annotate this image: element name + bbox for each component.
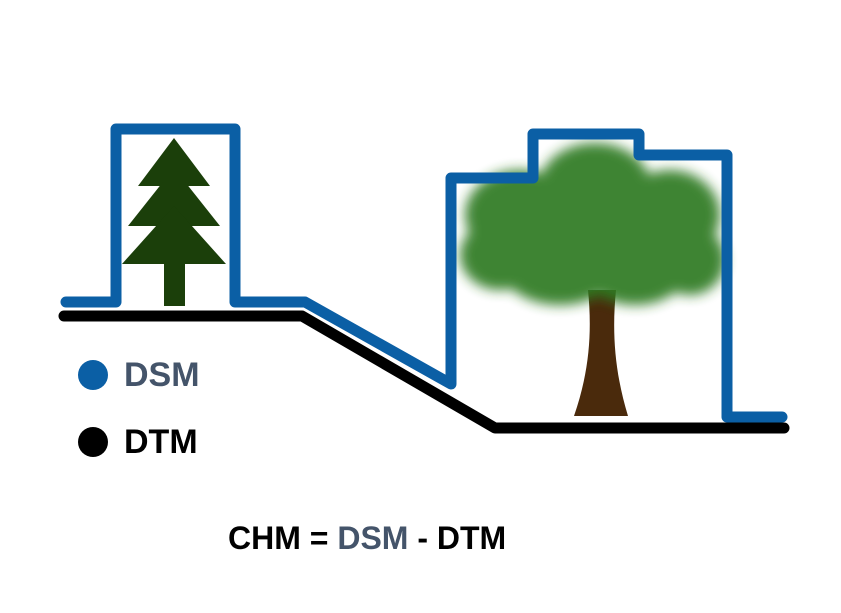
- formula-equals: =: [300, 520, 338, 556]
- legend-dtm-label: DTM: [124, 423, 198, 461]
- legend-dsm-label: DSM: [124, 356, 200, 394]
- formula-chm: CHM: [228, 520, 301, 556]
- blue-dot-icon: [78, 360, 108, 390]
- formula-dsm: DSM: [337, 520, 409, 556]
- formula-minus: -: [408, 520, 437, 556]
- black-dot-icon: [78, 427, 108, 457]
- dtm-line: [58, 310, 790, 434]
- dsm-line: [60, 123, 788, 423]
- formula-dtm: DTM: [436, 520, 507, 556]
- conifer-tree-icon: [122, 138, 226, 306]
- deciduous-tree-icon: [460, 143, 725, 416]
- legend-dtm: DTM: [78, 425, 198, 459]
- chm-formula: CHM = DSM - DTM: [228, 520, 506, 557]
- legend-dsm: DSM: [78, 358, 200, 392]
